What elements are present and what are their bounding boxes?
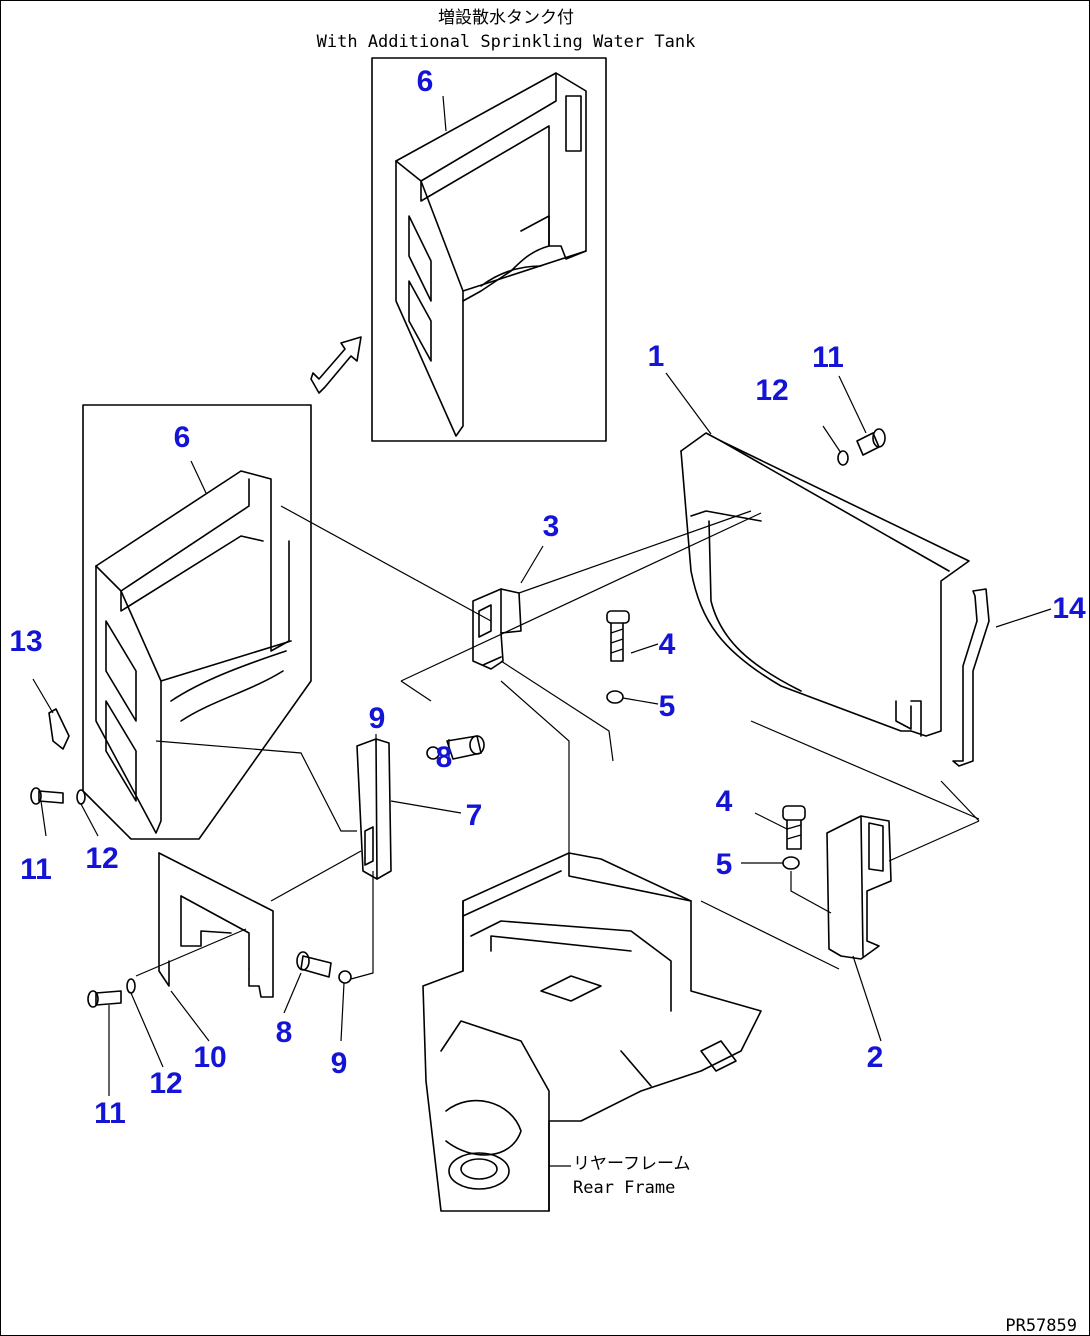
rear-frame-label-jp: リヤーフレーム [573, 1154, 690, 1174]
callout-11-top: 11 [812, 341, 844, 374]
inset-frame [371, 57, 607, 442]
part-2-bracket [826, 815, 892, 960]
callout-5-lower: 5 [716, 848, 733, 881]
bolt-8-lower [296, 951, 332, 978]
bolt-11-left-upper [30, 787, 64, 805]
callout-8-upper: 8 [436, 741, 453, 774]
callout-7: 7 [466, 799, 483, 832]
rear-frame-label-en: Rear Frame [573, 1178, 675, 1198]
bolt-4-lower [782, 805, 806, 850]
callout-14: 14 [1052, 592, 1086, 625]
part-3-bracket [472, 588, 522, 670]
main-cover-part-6 [95, 470, 292, 834]
callout-6-inset: 6 [417, 65, 434, 98]
part-13-tag [48, 708, 70, 750]
main-frame [82, 404, 312, 840]
leader-lines [32, 95, 1052, 1096]
callout-9-upper: 9 [369, 702, 386, 735]
callout-12-left-lower: 12 [149, 1067, 182, 1100]
callout-4-upper: 4 [659, 628, 676, 661]
washer-12-left-lower [126, 978, 136, 994]
washer-12-top [837, 450, 849, 466]
bolt-11-top [856, 428, 886, 456]
callout-11-left-lower: 11 [94, 1097, 126, 1130]
callout-12-top: 12 [755, 374, 788, 407]
callout-1: 1 [648, 340, 665, 373]
header-title-en: With Additional Sprinkling Water Tank [317, 32, 696, 52]
inset-cover-part-6 [395, 72, 587, 437]
callout-12-left-upper: 12 [85, 842, 118, 875]
washer-12-left-upper [76, 789, 86, 805]
part-1-cover [680, 432, 970, 737]
washer-5-upper [606, 690, 624, 704]
callout-6-main: 6 [174, 421, 191, 454]
header-title-jp: 増設散水タンク付 [438, 8, 574, 28]
callout-4-lower: 4 [716, 785, 733, 818]
callout-8-lower: 8 [276, 1016, 293, 1049]
washer-5-lower [782, 856, 800, 870]
part-10-plate [158, 852, 274, 998]
callout-9-lower: 9 [331, 1047, 348, 1080]
callout-2: 2 [867, 1041, 884, 1074]
callout-13: 13 [9, 625, 42, 658]
rear-frame [422, 852, 762, 1212]
part-7-hinge [356, 738, 392, 880]
drawing-id: PR57859 [1005, 1316, 1077, 1336]
bolt-4-upper [606, 610, 630, 662]
callout-11-left-upper: 11 [20, 853, 52, 886]
washer-9-upper [426, 746, 440, 760]
washer-9-lower [338, 970, 352, 984]
bolt-8-upper [446, 735, 485, 760]
double-arrow-icon [310, 336, 362, 394]
callout-10: 10 [193, 1041, 226, 1074]
bolt-11-left-lower [87, 990, 122, 1008]
part-14-rod [952, 588, 990, 767]
callout-3: 3 [543, 510, 560, 543]
callout-5-upper: 5 [659, 690, 676, 723]
